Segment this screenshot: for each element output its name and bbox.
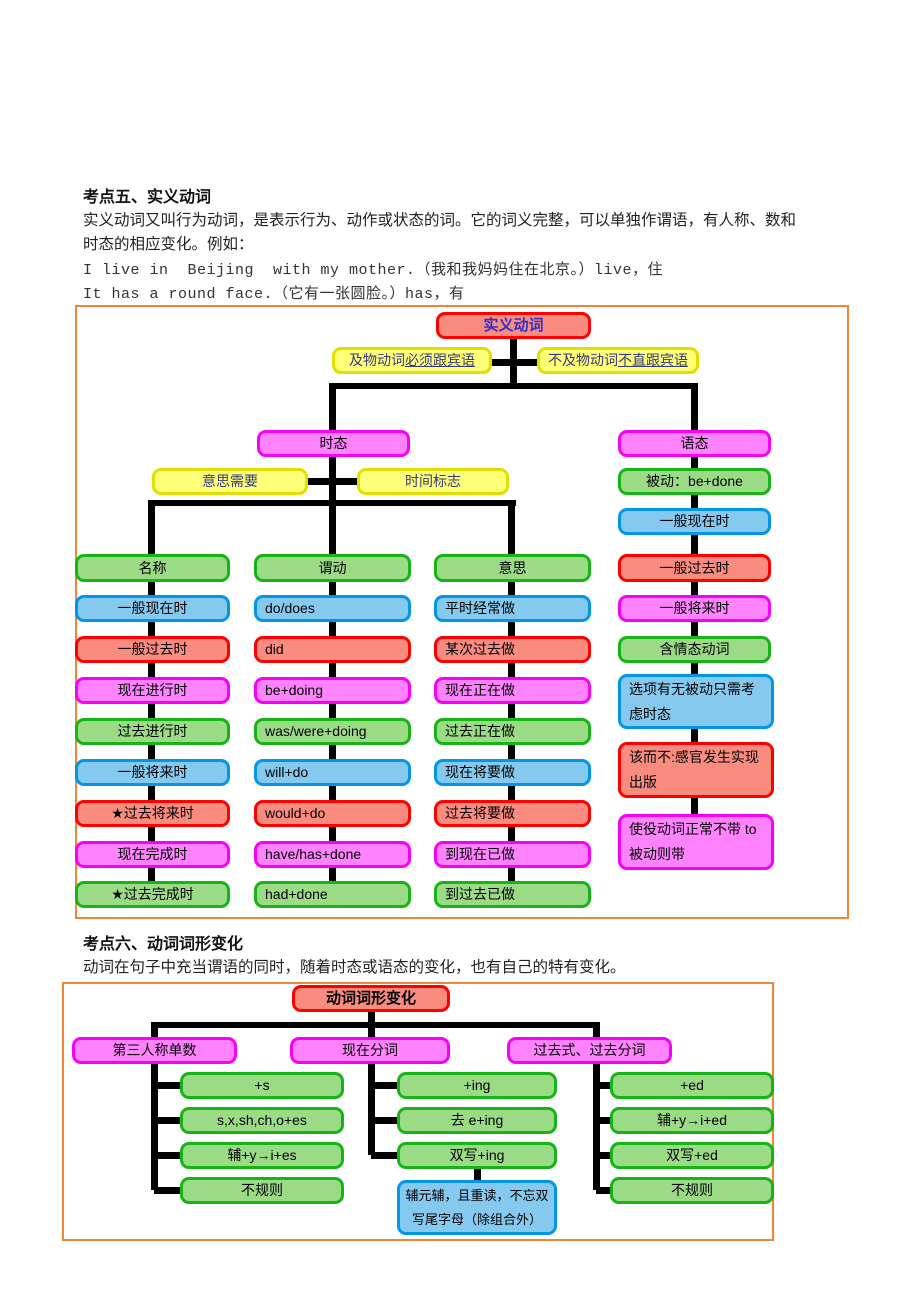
node-tense-name-6: 现在完成时 xyxy=(75,841,230,868)
node-intransitive: 不及物动词不直跟宾语 xyxy=(537,347,699,374)
node-tense-name-7: ★过去完成时 xyxy=(75,881,230,908)
connector-line xyxy=(151,1022,600,1028)
node-meaning-5: 过去将要做 xyxy=(434,800,591,827)
node-verb-form-4: will+do xyxy=(254,759,411,786)
node-tense-name-2: 现在进行时 xyxy=(75,677,230,704)
node-3ps-rule-3: 不规则 xyxy=(180,1177,344,1204)
node-verb-form-6: have/has+done xyxy=(254,841,411,868)
connector-line xyxy=(474,1167,481,1182)
node-voice-item-3: 一般将来时 xyxy=(618,595,771,622)
node-verb-form-1: did xyxy=(254,636,411,663)
connector-line xyxy=(154,1152,184,1159)
node-branch-third-person: 第三人称单数 xyxy=(72,1037,237,1064)
section2-heading: 考点六、动词词形变化 xyxy=(83,936,244,953)
connector-line xyxy=(371,1152,401,1159)
node-meaning-0: 平时经常做 xyxy=(434,595,591,622)
connector-line xyxy=(596,1117,618,1124)
node-tense-name-4: 一般将来时 xyxy=(75,759,230,786)
connector-line xyxy=(492,359,537,366)
notional-verb-diagram: 实义动词 及物动词必须跟宾语 不及物动词不直跟宾语 时态 语态 意思需要 时间标… xyxy=(75,305,849,919)
connector-line xyxy=(154,1187,184,1194)
node-meaning-3: 过去正在做 xyxy=(434,718,591,745)
connector-line xyxy=(154,1117,184,1124)
node-tense-name-5: ★过去将来时 xyxy=(75,800,230,827)
node-voice-item-7: 使役动词正常不带 to 被动则带 xyxy=(618,814,774,870)
node-verb-form-2: be+doing xyxy=(254,677,411,704)
node-ing-rule-1: 去 e+ing xyxy=(397,1107,557,1134)
connector-line xyxy=(329,383,697,389)
node-ed-rule-2: 双写+ed xyxy=(610,1142,774,1169)
connector-line xyxy=(596,1082,618,1089)
node-ing-note: 辅元辅，且重读，不忘双写尾字母（除组合外） xyxy=(397,1180,557,1235)
node-meaning-need: 意思需要 xyxy=(152,468,308,495)
node-root-notional-verb: 实义动词 xyxy=(436,312,591,339)
connector-line xyxy=(371,1117,401,1124)
node-tense-name-0: 一般现在时 xyxy=(75,595,230,622)
section1-example2: It has a round face.（它有一张圆脸。）has，有 xyxy=(83,286,465,303)
connector-line xyxy=(371,1082,401,1089)
node-voice-item-2: 一般过去时 xyxy=(618,554,771,582)
connector-line xyxy=(148,500,516,506)
connector-line xyxy=(368,1010,375,1028)
node-meaning-7: 到过去已做 xyxy=(434,881,591,908)
node-meaning-4: 现在将要做 xyxy=(434,759,591,786)
node-verb-form-3: was/were+doing xyxy=(254,718,411,745)
node-voice-item-6: 该而不:感官发生实现出版 xyxy=(618,742,774,798)
connector-line xyxy=(596,1152,618,1159)
node-meaning-1: 某次过去做 xyxy=(434,636,591,663)
section1-body-line1: 实义动词又叫行为动词，是表示行为、动作或状态的词。它的词义完整，可以单独作谓语，… xyxy=(83,212,797,229)
node-verb-form-0: do/does xyxy=(254,595,411,622)
node-branch-past-forms: 过去式、过去分词 xyxy=(507,1037,672,1064)
connector-line xyxy=(308,478,357,485)
node-branch-present-participle: 现在分词 xyxy=(290,1037,450,1064)
connector-line xyxy=(154,1082,184,1089)
node-voice-item-4: 含情态动词 xyxy=(618,636,771,663)
connector-line xyxy=(593,1022,600,1190)
node-voice: 语态 xyxy=(618,430,771,457)
node-3ps-rule-2: 辅+y→i+es xyxy=(180,1142,344,1169)
node-voice-item-0: 被动：be+done xyxy=(618,468,771,495)
node-transitive: 及物动词必须跟宾语 xyxy=(332,347,492,374)
node-voice-item-1: 一般现在时 xyxy=(618,508,771,535)
node-voice-item-5: 选项有无被动只需考虑时态 xyxy=(618,674,774,729)
node-root-verb-morphology: 动词词形变化 xyxy=(292,985,450,1012)
col-header-verb-form: 谓动 xyxy=(254,554,411,582)
node-ed-rule-0: +ed xyxy=(610,1072,774,1099)
node-tense-name-3: 过去进行时 xyxy=(75,718,230,745)
node-3ps-rule-0: +s xyxy=(180,1072,344,1099)
node-time-marker: 时间标志 xyxy=(357,468,509,495)
section1-example1: I live in Beijing with my mother.（我和我妈妈住… xyxy=(83,262,664,279)
node-ed-rule-3: 不规则 xyxy=(610,1177,774,1204)
node-verb-form-5: would+do xyxy=(254,800,411,827)
node-ing-rule-2: 双写+ing xyxy=(397,1142,557,1169)
col-header-meaning: 意思 xyxy=(434,554,591,582)
connector-line xyxy=(596,1187,618,1194)
node-meaning-6: 到现在已做 xyxy=(434,841,591,868)
col-header-name: 名称 xyxy=(75,554,230,582)
node-verb-form-7: had+done xyxy=(254,881,411,908)
section1-heading: 考点五、实义动词 xyxy=(83,189,212,206)
node-meaning-2: 现在正在做 xyxy=(434,677,591,704)
verb-morphology-diagram: 动词词形变化 第三人称单数 现在分词 过去式、过去分词 +s s,x,sh,ch… xyxy=(62,982,774,1241)
connector-line xyxy=(151,1022,158,1190)
node-3ps-rule-1: s,x,sh,ch,o+es xyxy=(180,1107,344,1134)
section1-body-line2: 时态的相应变化。例如： xyxy=(83,236,254,253)
node-tense: 时态 xyxy=(257,430,410,457)
node-ed-rule-1: 辅+y→i+ed xyxy=(610,1107,774,1134)
node-tense-name-1: 一般过去时 xyxy=(75,636,230,663)
node-ing-rule-0: +ing xyxy=(397,1072,557,1099)
section2-body: 动词在句子中充当谓语的同时，随着时态或语态的变化，也有自己的特有变化。 xyxy=(83,959,626,976)
